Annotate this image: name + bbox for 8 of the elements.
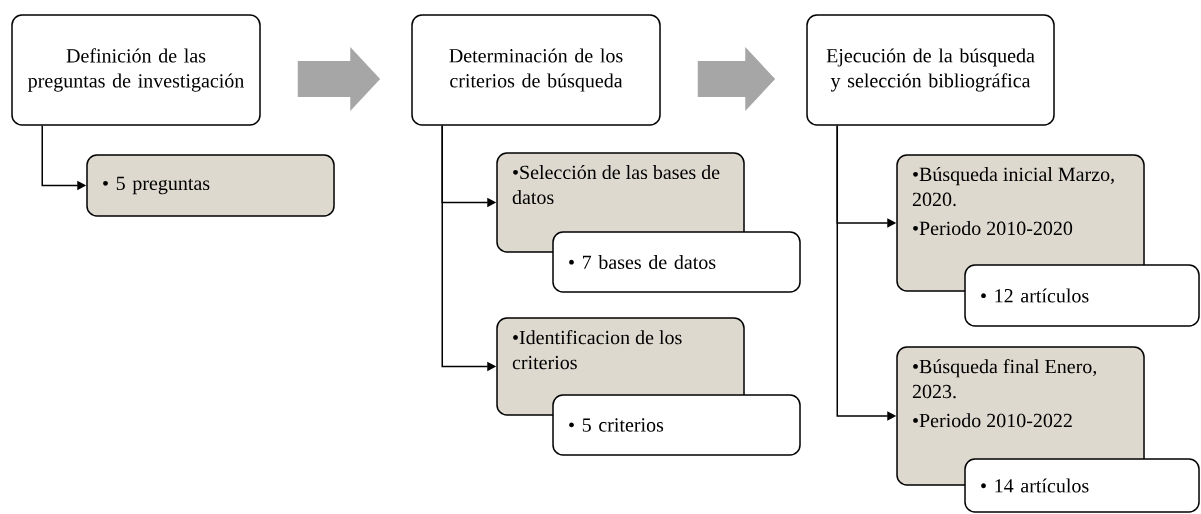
- result-box: • 5 criterios: [552, 394, 801, 456]
- result-box: • 14 artículos: [964, 458, 1200, 513]
- detail-box: • 5 preguntas: [86, 154, 335, 217]
- step-box: Determinación de los criterios de búsqueda: [411, 14, 661, 126]
- step-box: Ejecución de la búsqueda y selección bibliográfica: [806, 14, 1055, 126]
- result-box: • 12 artículos: [964, 264, 1200, 327]
- result-box: • 7 bases de datos: [552, 231, 801, 293]
- step-box: Definición de las preguntas de investigación: [11, 14, 261, 126]
